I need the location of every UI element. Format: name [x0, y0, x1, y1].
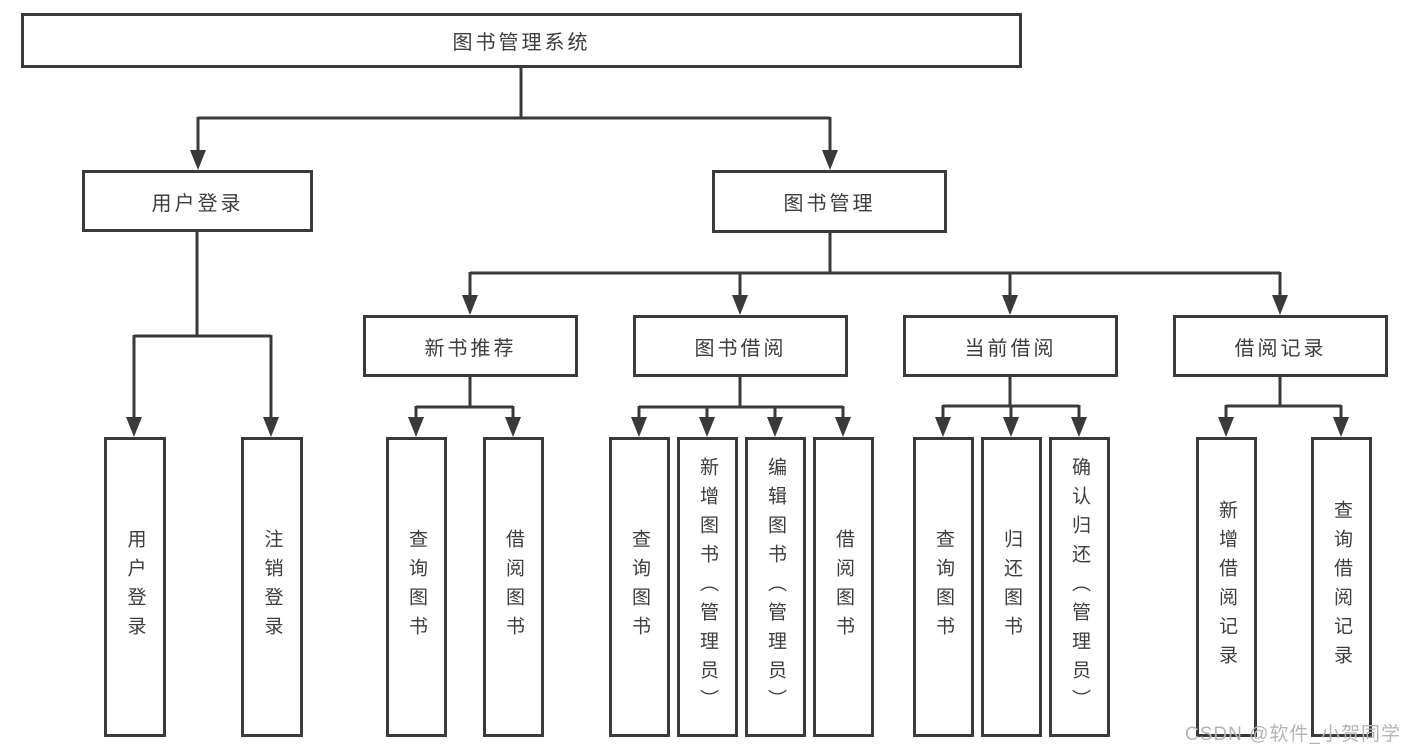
leaf-logout: 注销登录 — [241, 437, 303, 737]
leaf-return-books: 归还图书 — [981, 437, 1042, 737]
node-user-login: 用户登录 — [82, 170, 313, 232]
leaf-confirm-return-admin: 确认归还（管理员） — [1049, 437, 1110, 737]
node-book-management: 图书管理 — [712, 170, 947, 233]
csdn-watermark: CSDN @软件_小贺同学 — [1185, 724, 1401, 745]
leaf-query-books-recommend: 查询图书 — [386, 437, 447, 737]
node-current-borrow: 当前借阅 — [903, 315, 1118, 377]
leaf-query-books-borrow: 查询图书 — [609, 437, 670, 737]
node-new-book-recommend: 新书推荐 — [363, 315, 578, 377]
leaf-query-borrow-record: 查询借阅记录 — [1311, 437, 1372, 737]
leaf-user-login: 用户登录 — [104, 437, 166, 737]
leaf-add-borrow-record: 新增借阅记录 — [1196, 437, 1257, 737]
node-book-borrow: 图书借阅 — [633, 315, 848, 377]
leaf-query-books-current: 查询图书 — [913, 437, 974, 737]
node-library-system-root: 图书管理系统 — [21, 13, 1022, 68]
leaf-edit-book-admin: 编辑图书（管理员） — [745, 437, 806, 737]
leaf-borrow-books-recommend: 借阅图书 — [483, 437, 544, 737]
node-borrow-records: 借阅记录 — [1173, 315, 1388, 377]
leaf-add-book-admin: 新增图书（管理员） — [677, 437, 738, 737]
leaf-borrow-books: 借阅图书 — [813, 437, 874, 737]
